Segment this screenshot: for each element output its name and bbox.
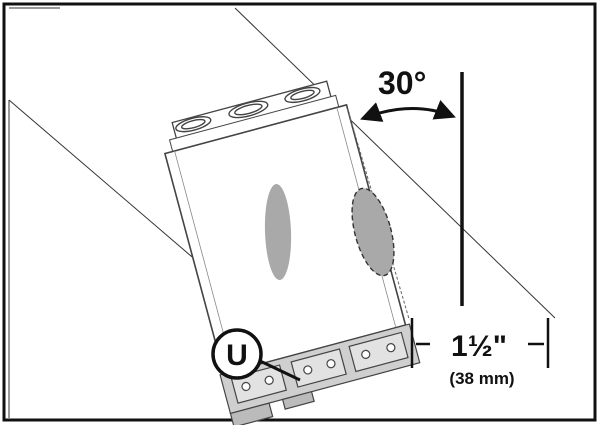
dimension-metric-label: (38 mm) <box>449 369 514 388</box>
dashed-shaded-region <box>351 187 395 277</box>
offset-dimension <box>410 318 550 368</box>
callout-circle <box>211 328 263 380</box>
solid-shaded-region <box>264 184 292 280</box>
angle-arc-arrow <box>360 100 456 122</box>
callout-leader <box>257 358 301 382</box>
angle-label: 30° <box>378 65 426 101</box>
callout-letter: U <box>226 339 248 372</box>
dimension-label: 1½" <box>451 330 507 363</box>
bottom-mounting-bracket <box>219 323 421 428</box>
top-connection-collars <box>175 86 321 133</box>
